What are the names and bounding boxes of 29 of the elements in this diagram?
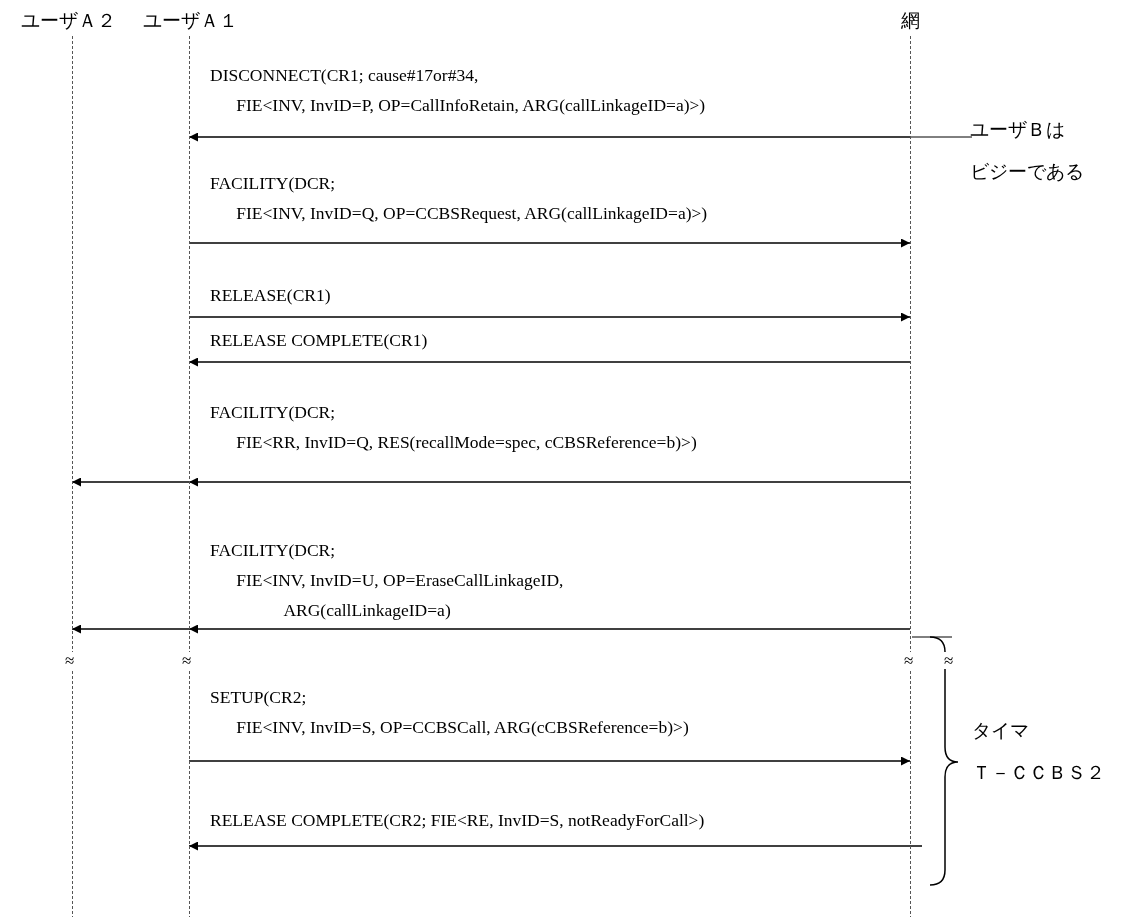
break-mark: ≈ [65, 652, 75, 669]
participant-label: 網 [900, 8, 920, 32]
break-mark: ≈ [944, 652, 954, 669]
message-arrow [188, 132, 911, 142]
break-mark: ≈ [904, 652, 914, 669]
participant-label: ユーザＡ２ [20, 8, 116, 32]
message-label: FACILITY(DCR; FIE<INV, InvID=U, OP=EraseCallLinkageID, ARG(callLinkageID=a) [210, 539, 564, 622]
message-label: RELEASE COMPLETE(CR1) [210, 329, 428, 352]
message-label: SETUP(CR2; FIE<INV, InvID=S, OP=CCBSCall, ARG(cCBSReference=b)>) [210, 686, 689, 739]
message-arrow [188, 238, 911, 248]
message-arrow [188, 357, 911, 367]
message-label: RELEASE(CR1) [210, 284, 331, 307]
message-arrow [188, 624, 911, 634]
message-label: DISCONNECT(CR1; cause#17or#34, FIE<INV, InvID=P, OP=CallInfoRetain, ARG(callLinkageID=a)>) [210, 64, 706, 117]
message-arrow [71, 477, 190, 487]
message-arrow [188, 756, 911, 766]
note-text: ユーザＢはビジーである [970, 108, 1084, 192]
message-arrow [188, 312, 911, 322]
leader-line [909, 136, 973, 138]
message-arrow [188, 841, 923, 851]
message-label: RELEASE COMPLETE(CR2; FIE<RE, InvID=S, notReadyForCall>) [210, 809, 705, 832]
message-label: FACILITY(DCR; FIE<RR, InvID=Q, RES(recallMode=spec, cCBSReference=b)>) [210, 401, 697, 454]
participant-label: ユーザＡ１ [142, 8, 238, 32]
message-label: FACILITY(DCR; FIE<INV, InvID=Q, OP=CCBSRequest, ARG(callLinkageID=a)>) [210, 172, 708, 225]
message-arrow [71, 624, 190, 634]
timer-label: タイマ [972, 718, 1029, 742]
timer-label: Ｔ－ＣＣＢＳ２ [972, 760, 1105, 784]
message-arrow [188, 477, 911, 487]
break-mark: ≈ [182, 652, 192, 669]
